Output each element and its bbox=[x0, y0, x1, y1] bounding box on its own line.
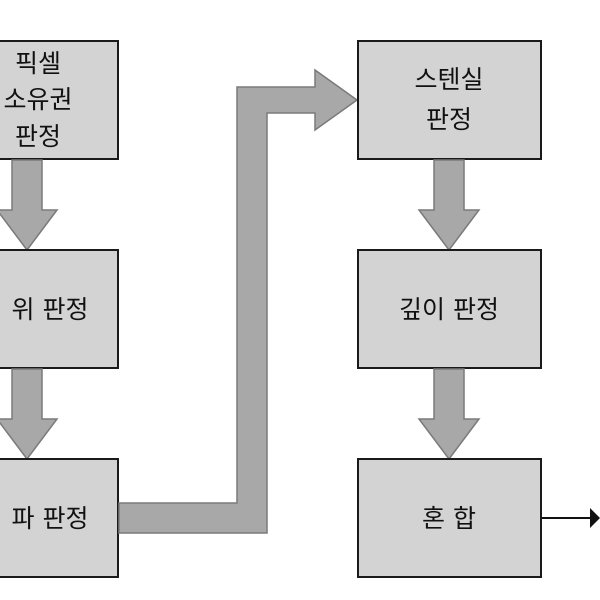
arrow-ownership-to-scissor bbox=[0, 159, 59, 252]
label-pixel-ownership-line3: 판정 bbox=[15, 122, 61, 151]
label-stencil-line1: 스텐실 bbox=[414, 65, 483, 94]
box-stencil: 스텐실 판정 bbox=[357, 40, 542, 160]
arrow-stencil-to-depth bbox=[417, 159, 481, 252]
label-pixel-ownership-line2: 소유권 bbox=[3, 85, 72, 114]
box-scissor: 위 판정 bbox=[0, 249, 119, 369]
label-scissor: 위 판정 bbox=[12, 295, 89, 324]
arrow-scissor-to-alpha bbox=[0, 368, 59, 461]
output-arrow bbox=[542, 508, 600, 528]
label-alpha: 파 판정 bbox=[12, 504, 89, 533]
label-blend: 혼 합 bbox=[422, 504, 476, 533]
box-pixel-ownership: 픽셀 소유권 판정 bbox=[0, 40, 119, 160]
box-alpha: 파 판정 bbox=[0, 458, 119, 578]
box-depth: 깊이 판정 bbox=[357, 249, 542, 369]
box-blend: 혼 합 bbox=[357, 458, 542, 578]
arrow-alpha-to-stencil bbox=[118, 68, 359, 534]
label-pixel-ownership-line1: 픽셀 bbox=[15, 49, 61, 78]
label-stencil-line2: 판정 bbox=[426, 105, 472, 134]
arrow-depth-to-blend bbox=[417, 368, 481, 461]
label-depth: 깊이 판정 bbox=[399, 295, 499, 324]
